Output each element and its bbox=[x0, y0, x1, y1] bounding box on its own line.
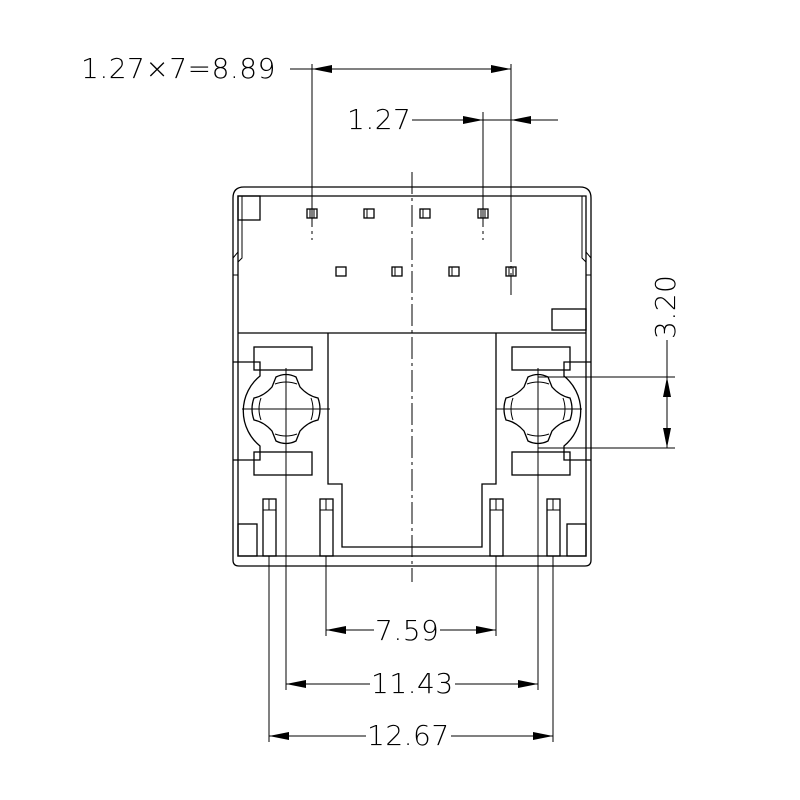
contact-center-lines bbox=[311, 64, 512, 298]
label-outer-pins: 12.67 bbox=[366, 719, 451, 752]
label-inner-pins: 7.59 bbox=[374, 614, 441, 647]
label-pitch: 1.27 bbox=[346, 103, 413, 136]
dimension-row-offset bbox=[538, 340, 675, 449]
left-mounting-peg bbox=[233, 346, 330, 476]
dimension-pitch-total bbox=[290, 65, 511, 73]
contacts-bottom-row bbox=[335, 266, 517, 277]
label-row-offset: 3.20 bbox=[649, 273, 682, 340]
contacts-top-row bbox=[306, 208, 489, 219]
right-mounting-peg bbox=[496, 346, 591, 476]
bottom-extension-lines bbox=[268, 455, 554, 742]
label-peg-spacing: 11.43 bbox=[370, 667, 455, 700]
dimension-pitch bbox=[412, 116, 558, 124]
label-pitch-total: 1.27×7=8.89 bbox=[80, 52, 277, 85]
